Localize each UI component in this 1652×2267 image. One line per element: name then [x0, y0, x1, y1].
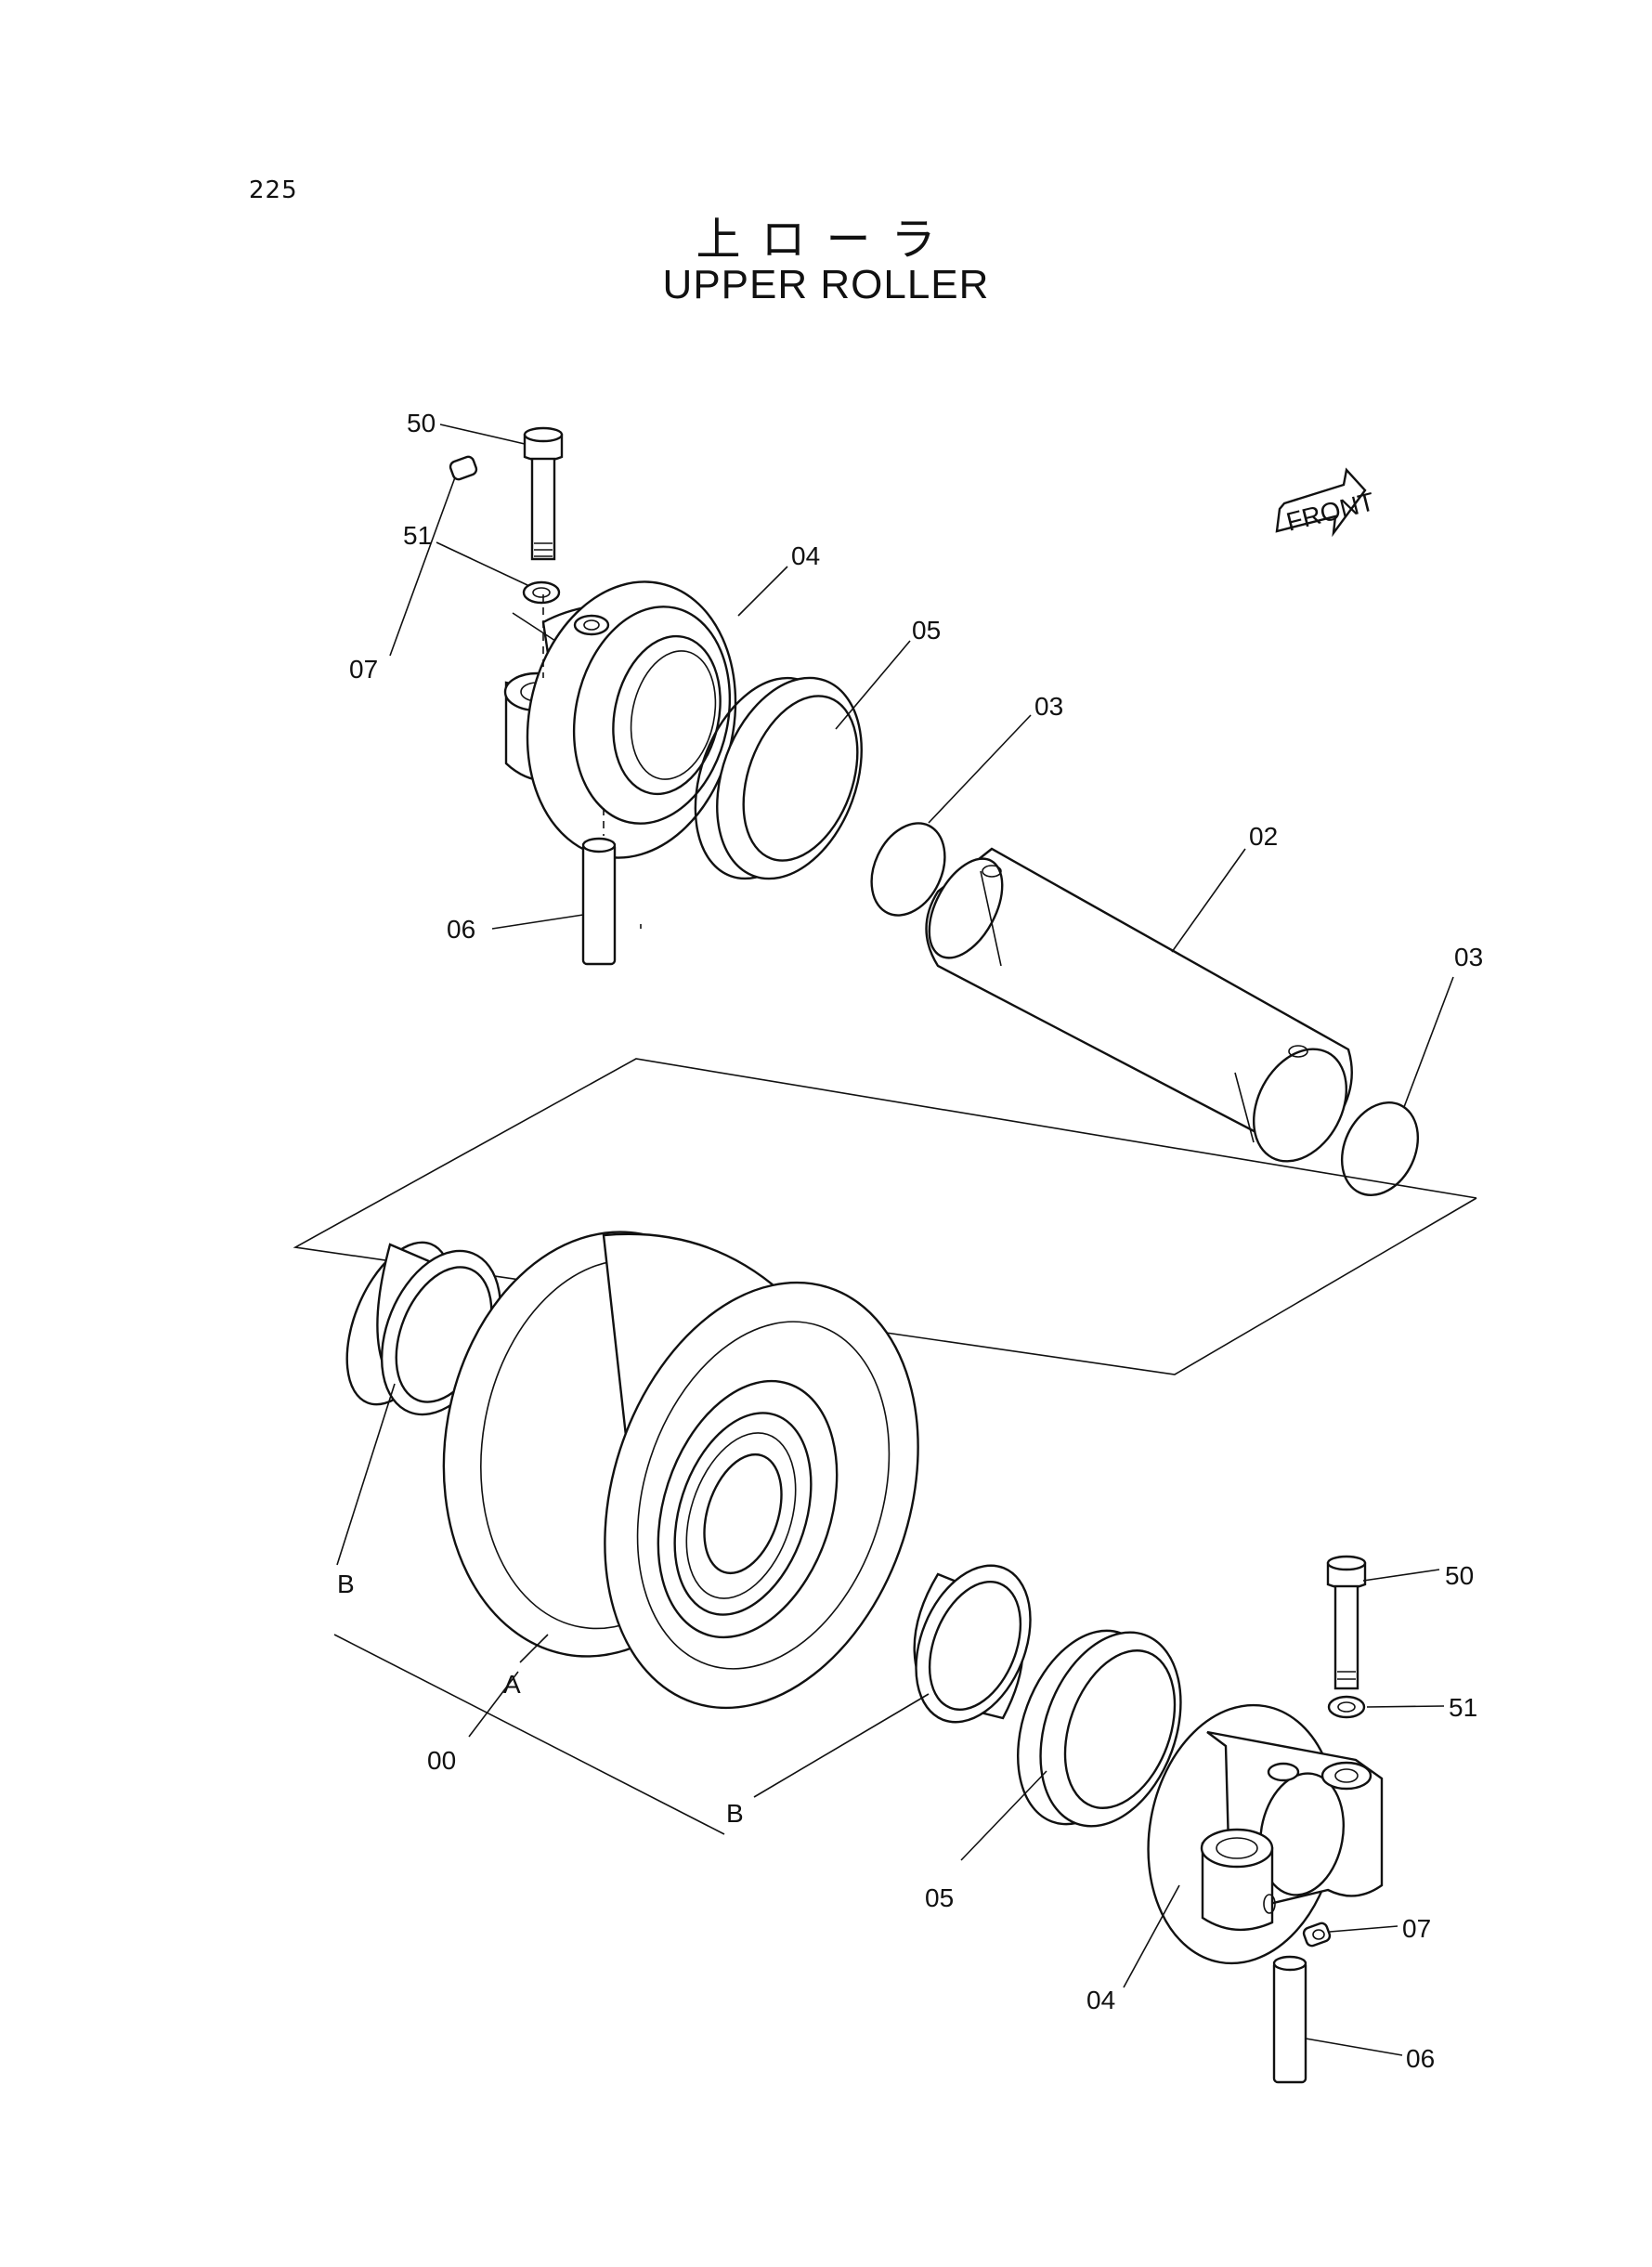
- support-upper: [503, 580, 737, 929]
- callout-50-upper: 50: [407, 409, 436, 437]
- callout-02: 02: [1249, 822, 1278, 851]
- plug-upper: [449, 455, 478, 481]
- callout-07-upper: 07: [349, 655, 378, 684]
- roller-body: [442, 1231, 919, 1710]
- o-ring-upper: [870, 822, 946, 917]
- callout-06-lower: 06: [1406, 2044, 1435, 2073]
- callout-05-lower: 05: [925, 1883, 954, 1912]
- support-lower: [1147, 1703, 1384, 1965]
- floating-seal-upper: [694, 676, 863, 880]
- bushing-right: [913, 1564, 1032, 1724]
- floating-seal-lower: [1016, 1629, 1182, 1828]
- shaft: [925, 847, 1353, 1163]
- callout-B-left: B: [337, 1570, 355, 1598]
- washer-upper: [522, 580, 561, 605]
- callout-03-upper: 03: [1034, 692, 1063, 721]
- callout-04-upper: 04: [791, 541, 820, 570]
- callout-04-lower: 04: [1086, 1986, 1115, 2014]
- title-japanese: 上ローラ: [696, 214, 956, 266]
- callout-labels: 50 51 07 04 05 03 02 06 03 B A 00 B 05 5…: [337, 409, 1483, 2073]
- pin-lower: [1272, 1955, 1307, 2084]
- callout-03-right: 03: [1454, 943, 1483, 971]
- leader-lines: [333, 423, 1454, 2056]
- assembly-frame: [293, 1058, 1477, 1375]
- page-number: 225: [249, 176, 298, 204]
- title-english: UPPER ROLLER: [662, 262, 990, 307]
- o-ring-right: [1340, 1101, 1420, 1196]
- front-arrow-icon: FRONT: [1275, 467, 1377, 538]
- callout-A: A: [503, 1670, 521, 1699]
- callout-51-lower: 51: [1449, 1693, 1477, 1722]
- callout-B-right: B: [726, 1799, 744, 1828]
- washer-lower: [1327, 1695, 1366, 1719]
- bolt-lower: [1326, 1555, 1367, 1690]
- callout-50-lower: 50: [1445, 1561, 1474, 1590]
- callout-00: 00: [427, 1746, 456, 1775]
- callout-07-lower: 07: [1402, 1914, 1431, 1943]
- plug-lower: [1302, 1922, 1332, 1948]
- bolt-upper: [523, 426, 564, 561]
- callout-05-upper: 05: [912, 616, 941, 645]
- callout-51-upper: 51: [403, 521, 432, 550]
- callout-06-upper: 06: [447, 915, 475, 944]
- pin-upper: [581, 837, 617, 966]
